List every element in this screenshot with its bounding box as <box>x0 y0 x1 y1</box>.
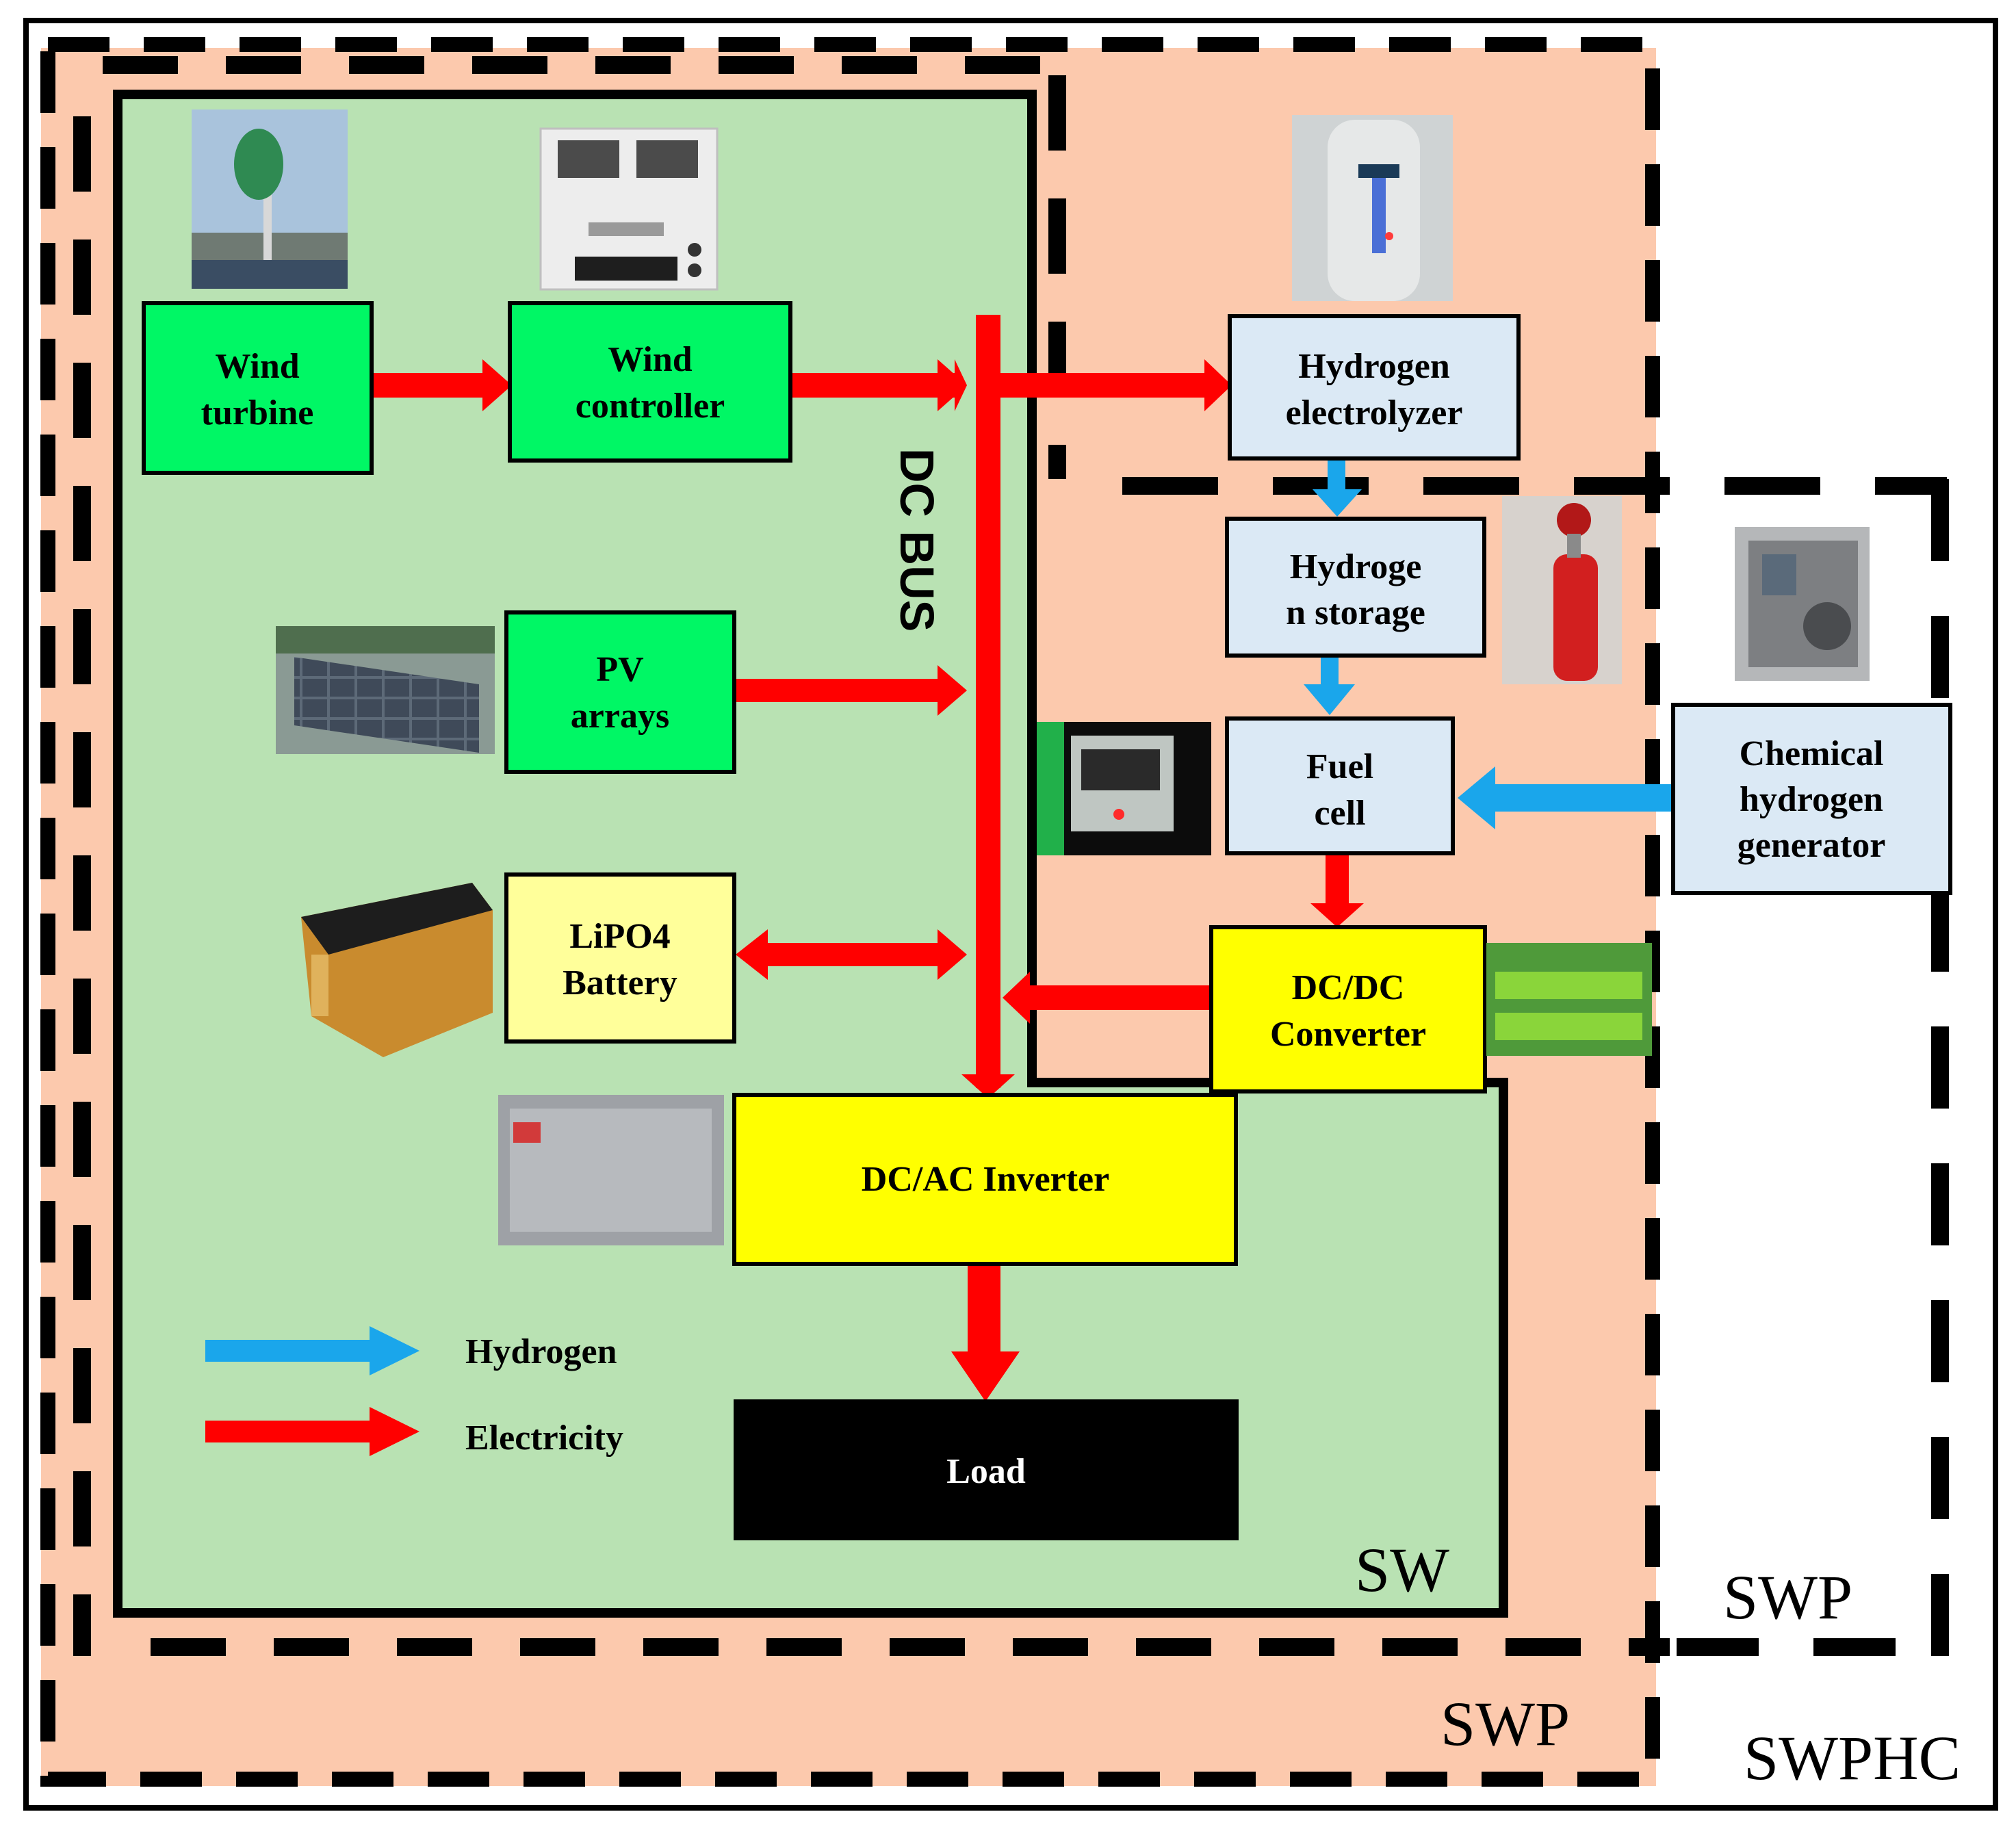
hydrogen-arrows <box>1304 458 1673 829</box>
wind-controller-photo <box>539 127 719 291</box>
wind-turbine-label-2: turbine <box>201 393 314 432</box>
electrolyzer-label-1: Hydrogen <box>1298 347 1450 386</box>
dc-bus-label: DC BUS <box>890 448 944 632</box>
region-label-swp-left: SWP <box>1440 1689 1570 1759</box>
fuel-cell-label-2: cell <box>1314 794 1365 833</box>
inverter-photo <box>498 1095 724 1245</box>
hydrogen-storage-label-2: n storage <box>1286 593 1425 632</box>
fuel-cell-label-1: Fuel <box>1306 747 1373 786</box>
wind-turbine-block <box>142 301 374 475</box>
battery-label-1: LiPO4 <box>569 917 670 956</box>
hydrogen-storage-block <box>1225 517 1486 658</box>
dc-bus-arrowhead <box>961 1074 1015 1098</box>
battery-photo <box>301 883 493 1057</box>
battery-pack-photo <box>1486 943 1652 1056</box>
region-label-swphc: SWPHC <box>1744 1723 1961 1793</box>
chemical-generator-label-3: generator <box>1737 826 1886 865</box>
swp-boundary <box>40 37 1660 1787</box>
fuel-cell-photo <box>1037 722 1211 855</box>
fuel-cell-block <box>1225 716 1455 855</box>
wind-controller-block <box>508 301 792 463</box>
region-label-swp-right: SWP <box>1723 1562 1852 1632</box>
pv-arrays-label-1: PV <box>596 650 643 689</box>
chemical-generator-block <box>1671 703 1952 895</box>
battery-label-2: Battery <box>563 963 677 1002</box>
wind-turbine-photo <box>192 109 348 289</box>
electrolyzer-label-2: electrolyzer <box>1286 393 1463 432</box>
pv-panel-photo <box>276 626 495 754</box>
dc-dc-converter-label-1: DC/DC <box>1292 968 1405 1007</box>
wind-turbine-label-1: Wind <box>215 347 299 386</box>
legend-electricity-arrow <box>205 1421 373 1442</box>
electrolyzer-photo <box>1292 115 1453 301</box>
wind-controller-label-1: Wind <box>608 340 692 379</box>
battery-block <box>504 872 736 1044</box>
dc-dc-converter-label-2: Converter <box>1270 1015 1426 1054</box>
dc-ac-inverter-block <box>732 1093 1238 1266</box>
wind-controller-label-2: controller <box>576 387 725 426</box>
hydrogen-storage-label-1: Hydroge <box>1290 547 1422 586</box>
chemical-generator-label-2: hydrogen <box>1740 780 1883 819</box>
dc-bus-bar <box>976 315 1000 1088</box>
electricity-arrows <box>373 359 1364 1401</box>
legend-hydrogen-label: Hydrogen <box>465 1332 617 1371</box>
chemical-generator-label-1: Chemical <box>1740 734 1884 773</box>
load-block <box>734 1399 1239 1540</box>
load-label: Load <box>946 1452 1026 1491</box>
pv-arrays-label-2: arrays <box>571 697 669 736</box>
dc-dc-converter-block <box>1209 925 1487 1093</box>
legend-hydrogen-arrow <box>205 1340 373 1362</box>
chemical-generator-photo <box>1735 527 1870 681</box>
region-label-sw: SW <box>1355 1535 1449 1605</box>
legend-electricity-label: Electricity <box>465 1419 623 1458</box>
dc-ac-inverter-label: DC/AC Inverter <box>862 1160 1109 1199</box>
hydrogen-tank-photo <box>1502 496 1622 684</box>
legend: Hydrogen Electricity <box>205 1326 623 1458</box>
pv-arrays-block <box>504 610 736 774</box>
electrolyzer-block <box>1228 314 1521 461</box>
